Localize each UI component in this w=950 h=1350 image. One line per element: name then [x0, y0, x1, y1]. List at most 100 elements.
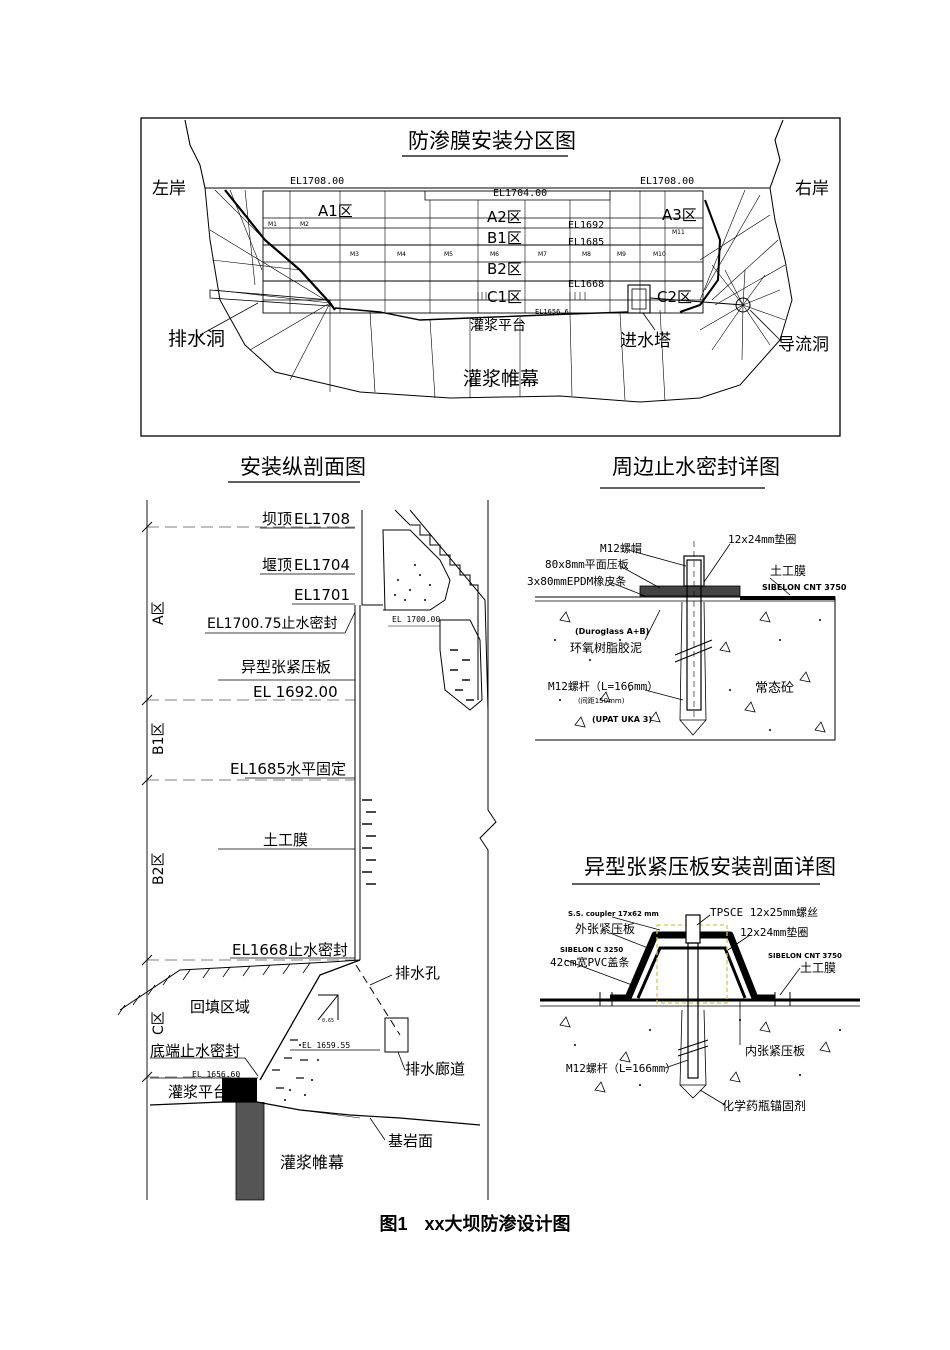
perimeter-geomembrane-label: 土工膜: [770, 564, 806, 578]
profiled-nut-icon: [685, 914, 701, 944]
panel-label: M6: [490, 251, 499, 258]
profiled-washer-label: 12x24mm垫圈: [740, 925, 808, 939]
diversion-tunnel-icon: [735, 297, 751, 313]
slope-mark: 0.65: [322, 1018, 334, 1024]
seal-1668-label: EL1668止水密封: [232, 941, 348, 959]
profiled-bolt: [687, 942, 699, 1079]
el-1659-label: EL 1659.55: [302, 1041, 350, 1050]
figure-caption: 图1 xx大坝防渗设计图: [0, 1210, 950, 1236]
plan-el-1685: EL1685: [568, 237, 604, 248]
bedrock-line: [149, 1101, 481, 1126]
concrete-label: 常态砼: [755, 681, 794, 696]
geomembrane-strip: [740, 596, 835, 600]
zone-a1-label: A1区: [318, 202, 353, 220]
right-slope-line: [679, 199, 722, 313]
drain-tunnel-line: [209, 289, 331, 307]
crest-el-label: EL1708: [294, 510, 350, 528]
section-grout-platform-label: 灌浆平台: [168, 1083, 228, 1101]
drain-tunnel-label: 排水洞: [168, 328, 225, 350]
intake-tower-label: 进水塔: [620, 331, 671, 351]
bedrock-label: 基岩面: [388, 1132, 433, 1150]
plan-title: 防渗膜安装分区图: [408, 129, 576, 153]
parapet: [382, 529, 451, 611]
profiled-plate-label: 异型张紧压板: [241, 658, 331, 676]
stairs: [394, 509, 479, 700]
longitudinal-section: 安装纵剖面图 A区 B1区 B2区 C区: [117, 455, 497, 1201]
break-line: [479, 500, 497, 1200]
section-title: 安装纵剖面图: [240, 455, 366, 479]
plan-el-mid: EL1704.00: [493, 188, 547, 199]
flat-plate-label: 80x8mm平面压板: [545, 557, 629, 571]
geomembrane-label: 土工膜: [263, 831, 308, 849]
spacing-label: (间距150mm): [578, 697, 625, 705]
zone-b2-label: B2区: [487, 260, 522, 278]
perimeter-sibelon-label: SIBELON CNT 3750: [762, 583, 847, 592]
epoxy-label: 环氧树脂胶泥: [570, 640, 642, 655]
anchor-label: 化学药瓶锚固剂: [722, 1098, 806, 1113]
rubber-strip-label: 3x80mmEPDM橡皮条: [527, 574, 626, 588]
zone-a2-label: A2区: [487, 208, 522, 226]
plan-el-left: EL1708.00: [290, 176, 344, 187]
plan-frame: [140, 117, 841, 437]
grout-platform-block: [222, 1078, 257, 1102]
left-bank-label: 左岸: [152, 179, 186, 199]
plan-el-1656: EL1656.6: [535, 308, 569, 316]
panel-area: [262, 190, 704, 314]
caption-text: xx大坝防渗设计图: [424, 1214, 571, 1234]
zone-a-dim: A区: [151, 601, 167, 625]
sibelon-cnt-label: SIBELON CNT 3750: [768, 952, 842, 960]
plan-el-1692: EL1692: [568, 220, 604, 231]
bottom-seal-label: 底端止水密封: [150, 1042, 240, 1060]
zone-b1-dim: B1区: [151, 722, 167, 755]
outer-plate-profile: [610, 931, 775, 1002]
crest-label: 坝顶: [262, 510, 292, 528]
plan-grout-platform-label: 灌浆平台: [470, 318, 526, 334]
el-1701-label: EL1701: [294, 586, 350, 604]
plan-view: 防渗膜安装分区图 左岸 右岸 EL1708.00 EL1704.00 EL170…: [140, 117, 841, 437]
intake-tower-icon: [627, 284, 651, 314]
panel-label: M11: [672, 229, 685, 236]
grout-curtain-column: [235, 1102, 265, 1201]
panel-label: M2: [300, 221, 309, 228]
perimeter-bolt-label: M12螺杆（L=166mm）: [548, 679, 658, 693]
plan-grout-curtain-label: 灌浆帷幕: [463, 368, 539, 390]
profiled-bolt-label: M12螺杆（L=166mm）: [566, 1061, 676, 1075]
drain-gallery-icon: [384, 1017, 409, 1053]
panel-label: M4: [397, 251, 406, 258]
zone-a3-label: A3区: [662, 206, 697, 224]
plan-el-1668: EL1668: [568, 279, 604, 290]
duroglass-label: (Duroglass A+B): [575, 627, 649, 636]
diversion-tunnel-label: 导流洞: [778, 335, 829, 355]
perimeter-title: 周边止水密封详图: [612, 455, 780, 479]
drain-gallery-label: 排水廊道: [405, 1060, 465, 1078]
profiled-title: 异型张紧压板安装剖面详图: [584, 855, 836, 879]
profiled-plate-detail: 异型张紧压板安装剖面详图: [540, 855, 860, 1113]
outer-plate-label: 外张紧压板: [575, 922, 635, 936]
panel-label: M3: [350, 251, 359, 258]
el-1692-label: EL 1692.00: [253, 683, 338, 701]
zone-b1-label: B1区: [487, 229, 522, 247]
panel-label: M9: [617, 251, 626, 258]
el-1700-label: EL 1700.00: [392, 615, 440, 624]
tpsce-label: TPSCE 12x25mm螺丝: [710, 906, 818, 919]
weir-el-label: EL1704: [294, 556, 350, 574]
flat-plate: [639, 585, 741, 597]
backfill-label: 回填区域: [190, 998, 250, 1016]
horizontal-fix-label: EL1685水平固定: [230, 760, 346, 778]
panel-label: M1: [268, 221, 277, 228]
coupler-label: S.S. coupler 17x62 mm: [568, 910, 659, 918]
plan-terrain-top: [184, 119, 784, 189]
zone-c1-label: C1区: [487, 288, 522, 306]
seal-top-label: EL1700.75止水密封: [207, 615, 338, 632]
sibelon-c-label: SIBELON C 3250: [560, 946, 623, 954]
weir-label: 堰顶: [262, 556, 292, 574]
zone-b2-dim: B2区: [151, 852, 167, 885]
inner-plate-profile: [636, 946, 747, 999]
plan-el-right: EL1708.00: [640, 176, 694, 187]
zone-c-dim: C区: [151, 1011, 167, 1035]
panel-label: M5: [444, 251, 453, 258]
caption-number: 图1: [379, 1214, 408, 1234]
drain-hole-label: 排水孔: [395, 964, 440, 982]
nut-label: M12螺帽: [600, 542, 642, 555]
